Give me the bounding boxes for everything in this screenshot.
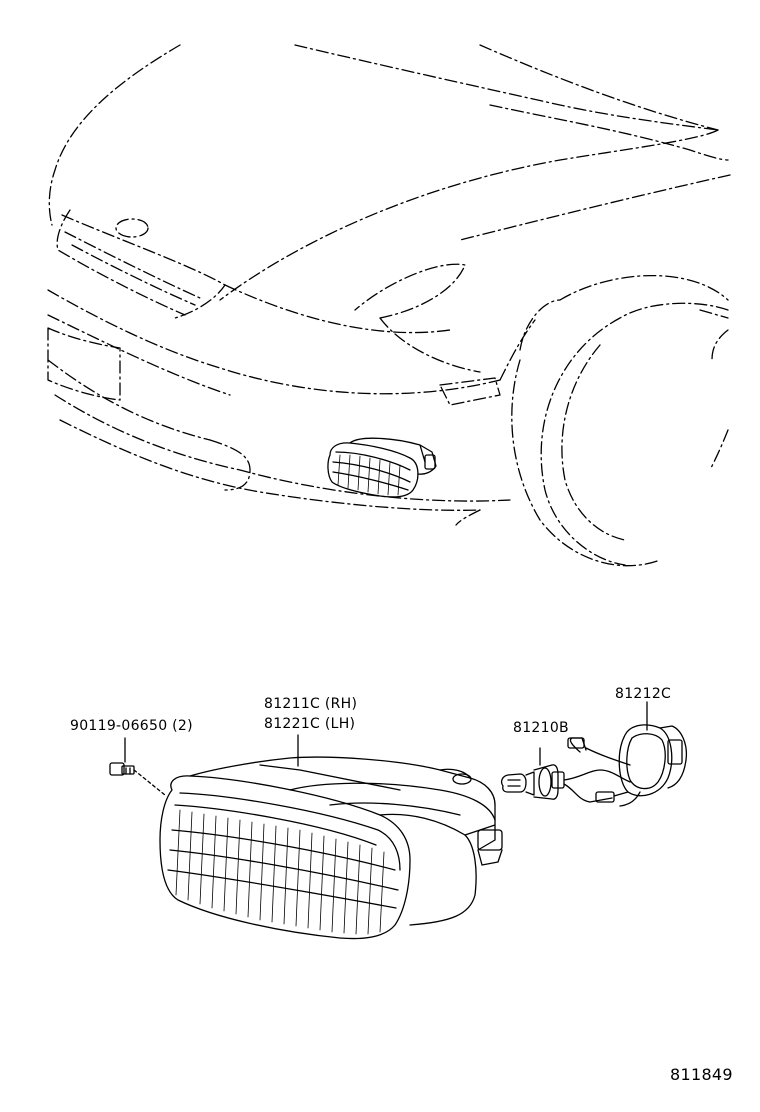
fog-lamp-rh-part-number-label: 81211C (RH) — [264, 696, 358, 712]
figure-number: 811849 — [670, 1065, 733, 1084]
bulb-part — [501, 737, 631, 803]
bolt-part-number-label: 90119-06650 (2) — [70, 718, 193, 734]
vehicle-outline — [47, 44, 731, 567]
bulb-part-number-label: 81210B — [513, 720, 569, 736]
fog-lamp-assembly — [159, 756, 503, 940]
bolt-part — [109, 737, 166, 796]
socket-part-number-label: 81212C — [615, 686, 672, 702]
installed-fog-lamp — [327, 437, 437, 498]
socket-part — [618, 701, 688, 807]
fog-lamp-lh-part-number-label: 81221C (LH) — [264, 716, 356, 732]
